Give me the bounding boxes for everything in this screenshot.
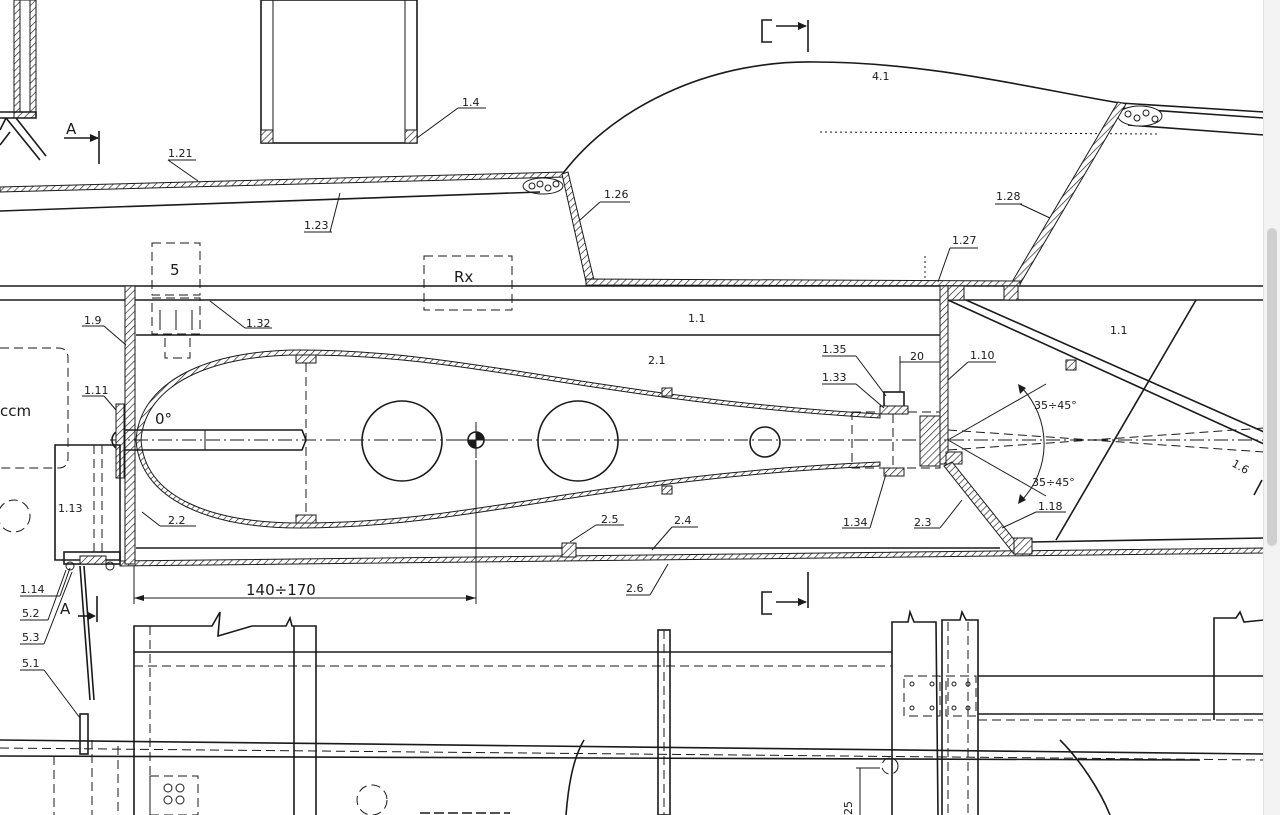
label-1-9: 1.9 — [84, 314, 102, 327]
section-marker-c-top — [761, 19, 809, 52]
section-marker-c-bottom — [761, 572, 809, 615]
dimension-25: 25 — [842, 801, 855, 815]
pivot-pin — [82, 395, 307, 479]
label-1-13: 1.13 — [58, 502, 83, 515]
label-1-18: 1.18 — [1038, 500, 1063, 513]
label-1-21: 1.21 — [168, 147, 193, 160]
angle-down-label: 35÷45° — [1032, 476, 1075, 489]
label-2-1: 2.1 — [648, 354, 666, 367]
label-2-4: 2.4 — [674, 514, 692, 527]
angle-0-label: 0° — [155, 410, 172, 428]
label-1-34: 1.34 — [843, 516, 868, 529]
angle-up-label: 35÷45° — [1034, 399, 1077, 412]
label-1-27: 1.27 — [952, 234, 977, 247]
label-1-14: 1.14 — [20, 583, 45, 596]
label-2-2: 2.2 — [168, 514, 186, 527]
tail-structure — [943, 299, 1264, 555]
dimension-label-140-170: 140÷170 — [246, 581, 316, 599]
label-1-11: 1.11 — [84, 384, 109, 397]
section-marker-a-bottom — [78, 596, 98, 622]
label-5-3: 5.3 — [22, 631, 40, 644]
vertical-scrollbar[interactable] — [1263, 0, 1280, 815]
engine-outline — [0, 347, 121, 561]
landing-gear-mount — [20, 551, 121, 755]
section-marker-a-top — [64, 131, 100, 164]
section-a-label-top: A — [66, 120, 77, 138]
label-1-35: 1.35 — [822, 343, 847, 356]
canopy-frame — [561, 101, 1127, 287]
control-horn — [822, 355, 963, 529]
dimension-140-170 — [133, 460, 477, 604]
bulkhead-1-9 — [82, 285, 136, 565]
bottom-parts — [561, 524, 698, 596]
label-1-10: 1.10 — [970, 349, 995, 362]
glue-fill-left — [522, 177, 564, 195]
label-2-6: 2.6 — [626, 582, 644, 595]
box-5-label: 5 — [170, 261, 180, 279]
bulkhead-1-10 — [939, 285, 1019, 465]
label-1-26: 1.26 — [604, 188, 629, 201]
airfoil-2-1 — [110, 349, 1264, 529]
top-left-bracket — [0, 0, 47, 161]
label-5-1: 5.1 — [22, 657, 40, 670]
section-a-label-bottom: A — [60, 600, 71, 618]
rx-label: Rx — [454, 268, 473, 286]
label-5-2: 5.2 — [22, 607, 40, 620]
servo-box-5 — [151, 242, 272, 359]
receiver-box — [423, 255, 513, 311]
label-1-23: 1.23 — [304, 219, 329, 232]
label-1-32: 1.32 — [246, 317, 271, 330]
scrollbar-thumb[interactable] — [1267, 228, 1277, 546]
ccm-label: ccm — [0, 402, 31, 420]
label-1-28: 1.28 — [996, 190, 1021, 203]
dimension-20: 20 — [910, 350, 924, 363]
fuselage-main — [0, 285, 1264, 567]
label-2-5: 2.5 — [601, 513, 619, 526]
part-1-4-frame — [260, 0, 486, 144]
label-1-33: 1.33 — [822, 371, 847, 384]
label-4-1: 4.1 — [872, 70, 890, 83]
label-1-1-right: 1.1 — [1110, 324, 1128, 337]
label-1-6: 1.6 — [1230, 457, 1252, 477]
upper-deck — [0, 159, 565, 233]
label-1-1-left: 1.1 — [688, 312, 706, 325]
label-1-4: 1.4 — [462, 96, 480, 109]
glue-fill-right — [1117, 105, 1163, 127]
lower-view — [0, 609, 1264, 815]
deflection-angles — [947, 383, 1264, 504]
label-2-3: 2.3 — [914, 516, 932, 529]
